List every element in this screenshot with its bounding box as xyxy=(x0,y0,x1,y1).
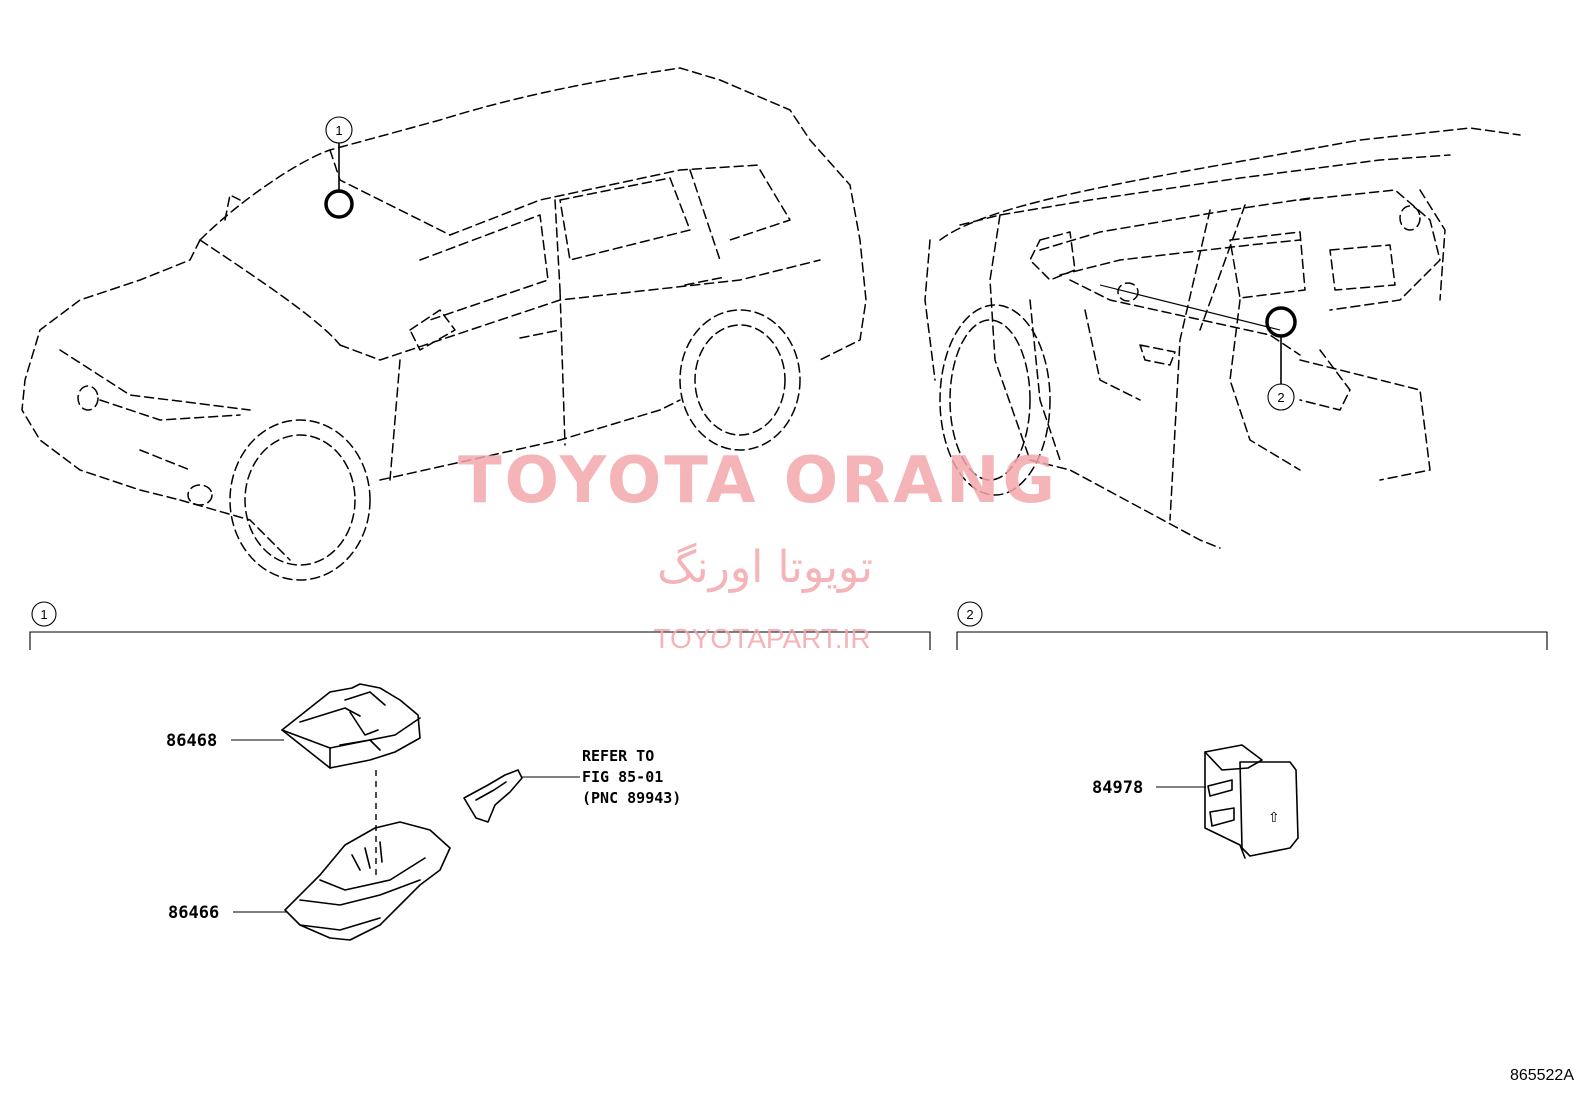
callout-86468: 86468 xyxy=(166,731,284,751)
svg-text:FIG 85-01: FIG 85-01 xyxy=(582,768,663,786)
referenced-connector-drawing xyxy=(463,769,580,823)
vehicle-interior-drawing xyxy=(924,127,1521,549)
svg-text:86466: 86466 xyxy=(168,903,219,923)
location-marker-1: 1 xyxy=(324,116,354,219)
location-marker-2: 2 xyxy=(1099,284,1297,411)
section-1-header: 1 xyxy=(29,601,931,650)
callout-84978: 84978 xyxy=(1092,778,1206,798)
svg-text:2: 2 xyxy=(966,607,973,622)
svg-text:1: 1 xyxy=(335,123,342,138)
svg-text:TOYOTAPART.IR: TOYOTAPART.IR xyxy=(653,623,870,654)
part-84978-drawing: ⇧ xyxy=(1204,744,1299,859)
section-2-header: 2 xyxy=(956,601,1548,650)
figure-code: 865522A xyxy=(1509,1067,1574,1084)
vehicle-exterior-drawing xyxy=(21,67,867,581)
svg-text:REFER TO: REFER TO xyxy=(582,747,654,765)
svg-text:TOYOTA ORANG: TOYOTA ORANG xyxy=(458,444,1058,518)
svg-text:86468: 86468 xyxy=(166,731,217,751)
svg-text:2: 2 xyxy=(1277,390,1284,405)
callout-86466: 86466 xyxy=(168,903,288,923)
part-86468-drawing xyxy=(281,683,421,769)
part-86466-drawing xyxy=(284,821,451,941)
svg-text:⇧: ⇧ xyxy=(1268,810,1280,826)
svg-text:تویوتا اورنگ: تویوتا اورنگ xyxy=(657,542,873,593)
reference-note: REFER TO FIG 85-01 (PNC 89943) xyxy=(582,747,681,807)
watermark: TOYOTA ORANG تویوتا اورنگ TOYOTAPART.IR xyxy=(458,444,1058,654)
svg-text:1: 1 xyxy=(40,607,47,622)
svg-text:84978: 84978 xyxy=(1092,778,1143,798)
svg-text:(PNC 89943): (PNC 89943) xyxy=(582,789,681,807)
